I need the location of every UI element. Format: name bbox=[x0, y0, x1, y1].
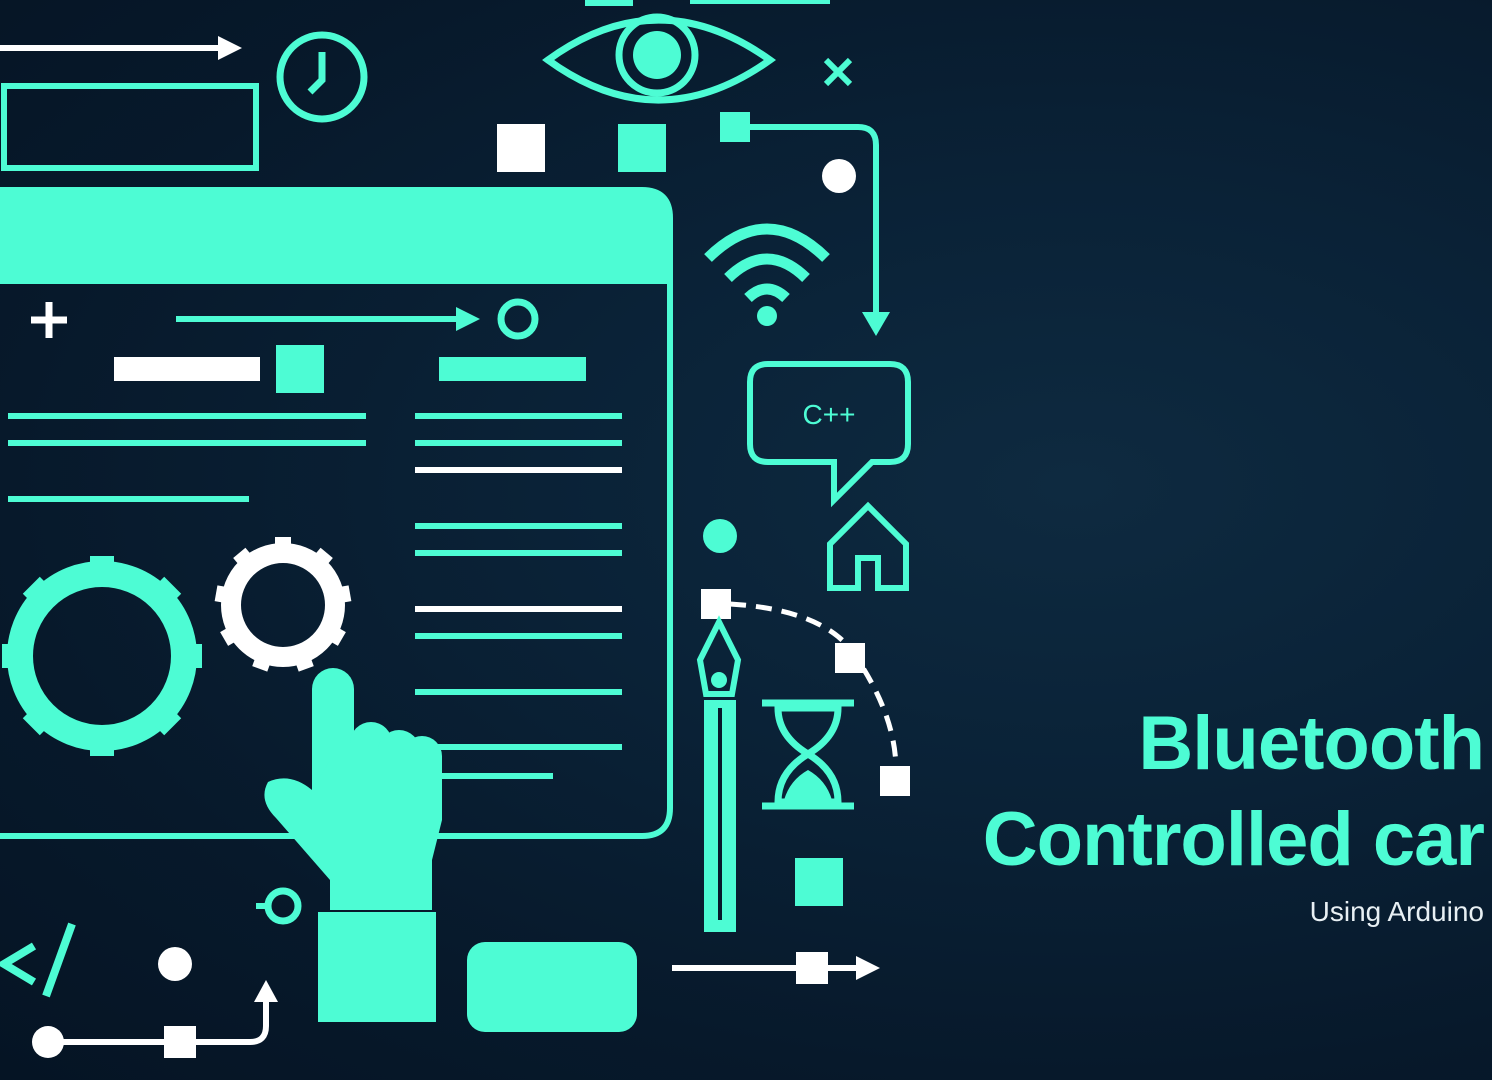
connector-arrow bbox=[32, 980, 278, 1058]
arrow-right-icon bbox=[176, 298, 539, 340]
page-subtitle: Using Arduino bbox=[1309, 896, 1484, 927]
arrow-right-icon bbox=[0, 36, 242, 60]
accent-heading-bar bbox=[439, 357, 586, 381]
white-heading-bar bbox=[114, 357, 260, 381]
eye-icon bbox=[542, 0, 830, 104]
text-lines-left bbox=[8, 413, 366, 502]
text-lines-right bbox=[415, 413, 622, 779]
outline-rectangle bbox=[1, 83, 259, 171]
node-marker bbox=[256, 887, 302, 925]
bezier-path bbox=[701, 589, 910, 796]
pen-nib-icon bbox=[696, 615, 742, 932]
code-tag-icon bbox=[0, 922, 76, 998]
gear-icon bbox=[214, 537, 352, 672]
cpp-label: C++ bbox=[803, 399, 856, 430]
home-icon bbox=[827, 501, 909, 591]
accent-square bbox=[276, 345, 324, 393]
close-icon bbox=[823, 57, 853, 87]
accent-square bbox=[795, 858, 843, 906]
page-title-line-1: Bluetooth bbox=[1138, 701, 1485, 786]
white-dot bbox=[822, 159, 856, 193]
accent-dot bbox=[703, 519, 737, 553]
accent-square bbox=[618, 124, 666, 172]
arrow-right-icon bbox=[672, 952, 880, 984]
wifi-icon bbox=[704, 223, 830, 303]
clock-icon bbox=[276, 31, 368, 123]
title-block: Bluetooth Controlled car Using Arduino bbox=[864, 696, 1485, 930]
hourglass-icon bbox=[762, 699, 854, 810]
browser-window bbox=[0, 187, 673, 839]
plus-icon bbox=[31, 302, 67, 338]
rounded-block bbox=[467, 942, 637, 1032]
page-title-line-2: Controlled car bbox=[982, 797, 1485, 882]
white-dot bbox=[158, 947, 192, 981]
connector-arrow bbox=[720, 112, 890, 336]
gear-icon bbox=[2, 556, 202, 756]
pointing-hand-icon bbox=[264, 668, 442, 1022]
chat-bubble-icon: C++ bbox=[747, 361, 911, 508]
white-square bbox=[497, 124, 545, 172]
